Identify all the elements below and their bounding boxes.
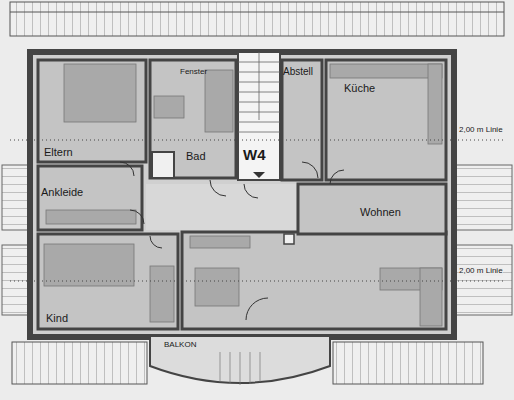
- room: Wohnen: [182, 184, 446, 329]
- room-label: Bad: [186, 150, 206, 162]
- room: Kind: [38, 234, 178, 329]
- room-label: Ankleide: [41, 186, 83, 198]
- height-line: [10, 140, 504, 141]
- dormer: [456, 245, 512, 315]
- room: FensterBad: [150, 60, 236, 178]
- dormer: [2, 165, 30, 230]
- room-label: W4: [243, 147, 266, 164]
- height-line-label: 2,00 m Linie: [459, 126, 503, 135]
- dormer: [456, 165, 512, 230]
- stairwell: W4: [238, 52, 280, 180]
- room-label: Eltern: [44, 146, 73, 158]
- room-label: Fenster: [180, 68, 207, 77]
- staircase: [238, 52, 280, 180]
- room-label: BALKON: [164, 341, 196, 350]
- outer-wall: [30, 52, 454, 337]
- room: Ankleide: [38, 166, 142, 230]
- room: Eltern: [38, 60, 146, 162]
- room-label: Küche: [344, 82, 375, 94]
- roof: [10, 2, 504, 36]
- height-line: [10, 281, 504, 282]
- room-label: Abstell: [283, 66, 313, 77]
- dormer: [2, 245, 30, 315]
- roof: [333, 342, 483, 384]
- room-label: Wohnen: [360, 206, 401, 218]
- room: Abstell: [282, 60, 322, 180]
- chimney: [284, 234, 294, 244]
- balcony: BALKON: [150, 337, 330, 387]
- roof-line: [10, 12, 504, 13]
- room-label: Kind: [46, 312, 68, 324]
- roof: [12, 342, 147, 384]
- height-line-label: 2,00 m Linie: [459, 267, 503, 276]
- room: Küche: [326, 60, 446, 180]
